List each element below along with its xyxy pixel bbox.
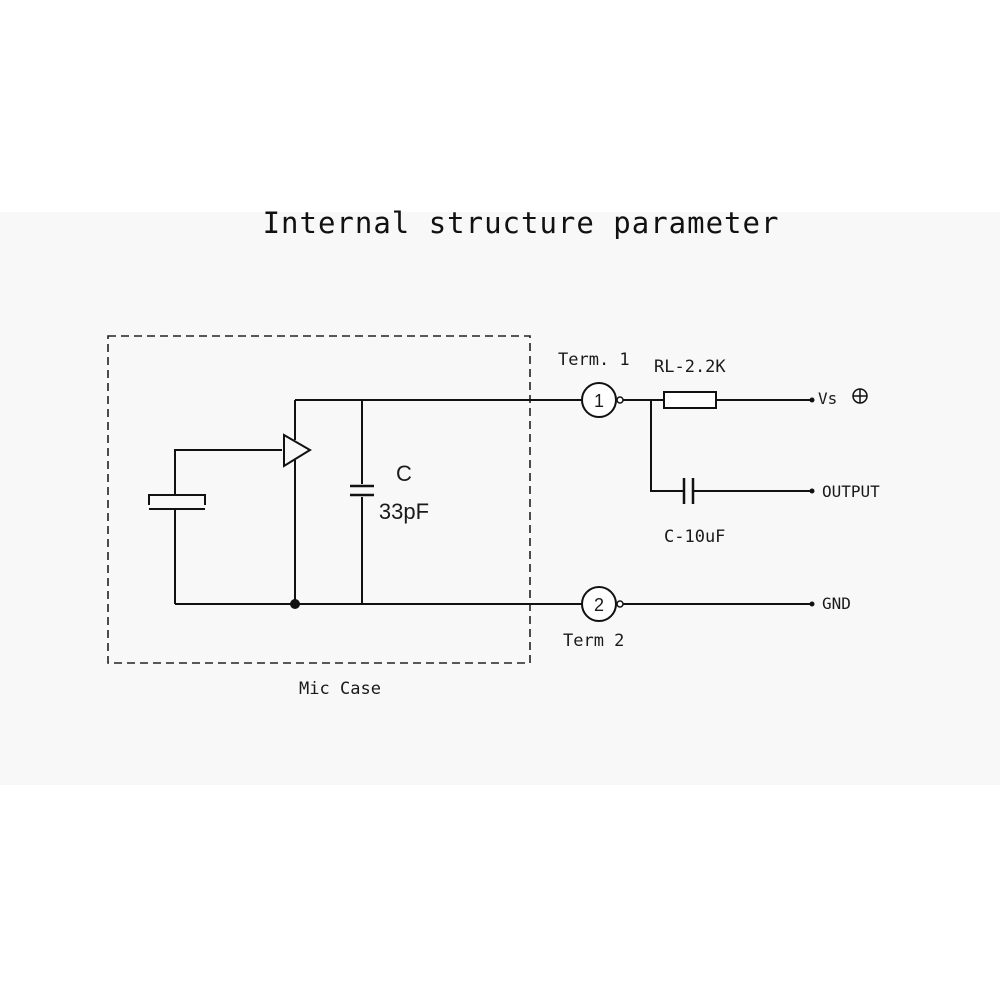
gnd-label: GND (822, 594, 851, 613)
terminal-2-label: Term 2 (563, 631, 624, 651)
terminal-1-number: 1 (594, 391, 604, 411)
terminal-1: 1 (581, 382, 624, 418)
internal-capacitor-name: C (396, 461, 412, 486)
load-resistor (663, 391, 717, 409)
terminal-2-number: 2 (594, 595, 604, 615)
output-capacitor-label: C-10uF (664, 527, 725, 547)
terminal-2: 2 (581, 586, 624, 622)
load-resistor-label: RL-2.2K (654, 357, 726, 377)
mic-capsule (148, 449, 282, 604)
vs-label: Vs (818, 389, 837, 408)
output-label: OUTPUT (822, 482, 880, 501)
mic-case-boundary (107, 335, 531, 664)
amplifier-triangle (283, 400, 312, 604)
junction-dot (290, 599, 300, 609)
mic-case-label: Mic Case (299, 679, 381, 699)
output-branch (650, 400, 683, 492)
diagram-background (0, 212, 1000, 785)
terminal-1-label: Term. 1 (558, 350, 630, 370)
internal-capacitor-value: 33pF (379, 499, 429, 524)
diagram-title: Internal structure parameter (262, 206, 780, 240)
plus-circle-icon (852, 388, 868, 404)
internal-capacitor (350, 400, 374, 604)
